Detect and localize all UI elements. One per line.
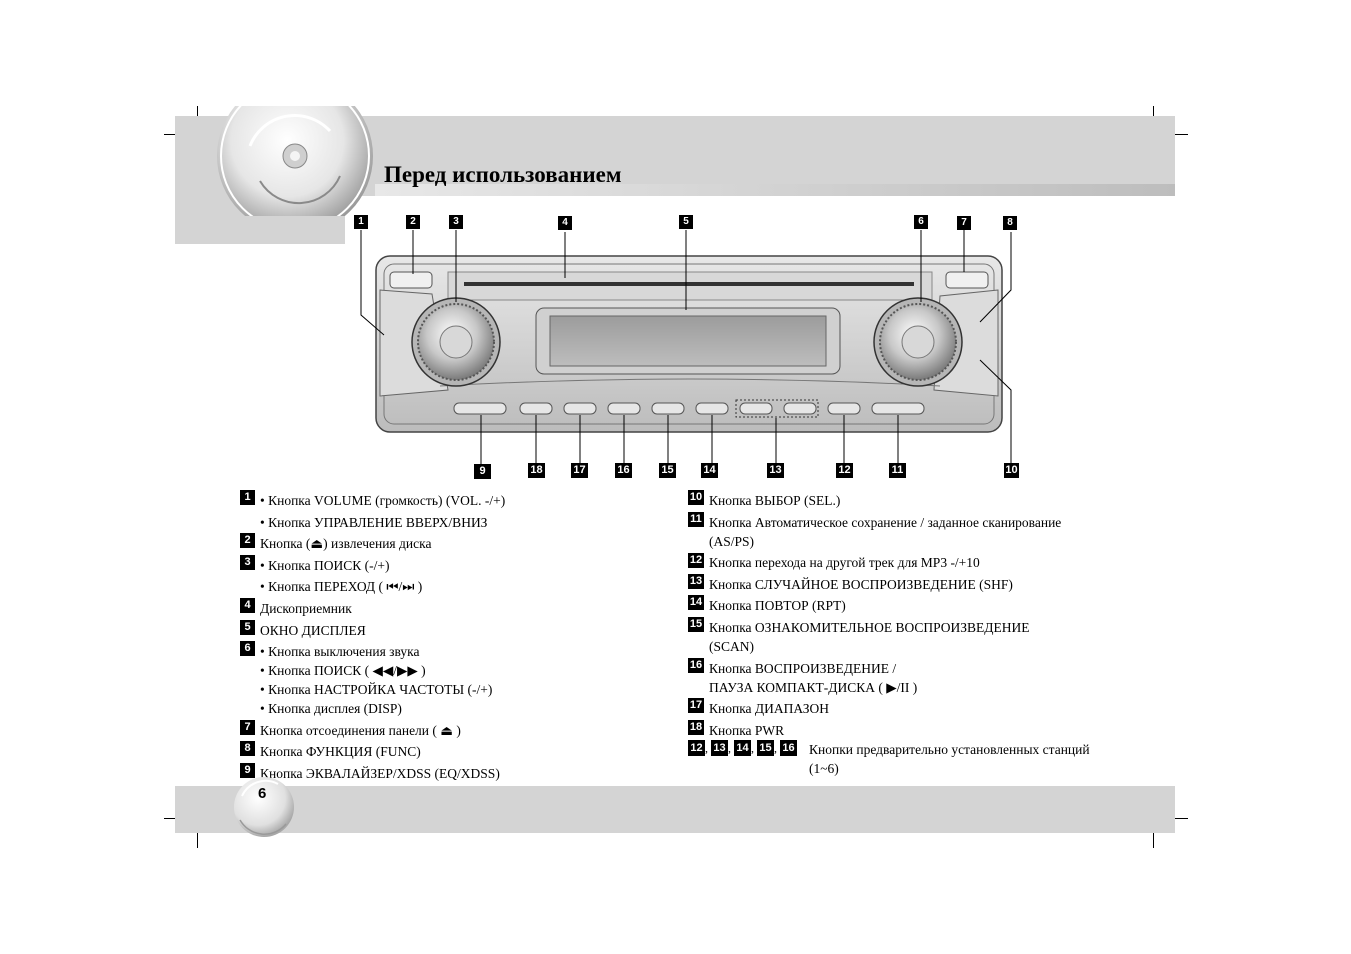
legend-number: 15: [688, 617, 704, 632]
crop-mark: [1153, 826, 1154, 848]
legend-item: Дископриемник: [260, 601, 352, 616]
page-title: Перед использованием: [384, 162, 622, 187]
legend-number: 9: [240, 763, 255, 778]
legend-item: • Кнопка ПОИСК (-/+) • Кнопка ПЕРЕХОД ( …: [260, 558, 423, 594]
legend-number: 11: [688, 512, 704, 527]
page-number: 6: [258, 785, 267, 802]
legend-number: 7: [240, 720, 255, 735]
legend-number: 6: [240, 641, 255, 656]
legend-item: Кнопка ПОВТОР (RPT): [709, 598, 846, 613]
legend-number: 4: [240, 598, 255, 613]
diagram-label: 3: [449, 215, 463, 229]
diagram-label: 9: [474, 464, 491, 479]
legend-number: 14: [688, 595, 704, 610]
legend-number: 1: [240, 490, 255, 505]
legend-number: 13: [711, 740, 728, 756]
diagram-label: 16: [615, 463, 632, 478]
crop-mark: [1164, 818, 1188, 819]
legend-item: Кнопка ВЫБОР (SEL.): [709, 493, 841, 508]
legend-item: Кнопка СЛУЧАЙНОЕ ВОСПРОИЗВЕДЕНИЕ (SHF): [709, 577, 1013, 592]
legend-item: Кнопка перехода на другой трек для MP3 -…: [709, 555, 980, 570]
legend-item: Кнопка Автоматическое сохранение / задан…: [709, 515, 1062, 549]
diagram-label: 2: [406, 215, 420, 229]
legend-number: 8: [240, 741, 255, 756]
legend-number: 13: [688, 574, 704, 589]
legend-item: Кнопка ДИАПАЗОН: [709, 701, 830, 716]
legend-item: Кнопка (⏏) извлечения диска: [260, 536, 432, 551]
footer-band: [175, 786, 1175, 833]
legend-item: Кнопка отсоединения панели ( ⏏ ): [260, 723, 461, 738]
diagram-label: 7: [957, 216, 971, 230]
legend-number: 18: [688, 720, 704, 735]
diagram-label: 8: [1003, 216, 1017, 230]
legend-number: 2: [240, 533, 255, 548]
diagram-label: 18: [528, 463, 545, 478]
legend-number: 12: [688, 740, 705, 756]
crop-mark: [1164, 134, 1188, 135]
legend-number: 12: [688, 553, 704, 568]
legend-item: ОКНО ДИСПЛЕЯ: [260, 623, 366, 638]
legend-number: 17: [688, 698, 704, 713]
diagram-label: 12: [836, 463, 853, 478]
diagram-label: 6: [914, 215, 928, 229]
legend-item: Кнопка ОЗНАКОМИТЕЛЬНОЕ ВОСПРОИЗВЕДЕНИЕ (…: [709, 620, 1030, 654]
legend-number: 15: [757, 740, 774, 756]
presets-badges: 12,13,14,15,16: [688, 740, 797, 758]
diagram-label: 14: [701, 463, 718, 478]
legend-item: • Кнопка VOLUME (громкость) (VOL. -/+) •…: [260, 493, 506, 530]
diagram-label: 4: [558, 216, 572, 230]
legend-item: Кнопка ВОСПРОИЗВЕДЕНИЕ / ПАУЗА КОМПАКТ-Д…: [709, 661, 918, 695]
separator: ,: [774, 741, 777, 755]
legend-number: 16: [688, 658, 704, 673]
legend-item: Кнопка ЭКВАЛАЙЗЕР/XDSS (EQ/XDSS): [260, 766, 500, 781]
legend-item: Кнопка ФУНКЦИЯ (FUNC): [260, 744, 421, 759]
diagram-label: 17: [571, 463, 588, 478]
page-disc-icon: [234, 777, 294, 837]
legend-number: 16: [780, 740, 797, 756]
legend-item: • Кнопка выключения звука • Кнопка ПОИСК…: [260, 644, 493, 716]
crop-mark: [197, 826, 198, 848]
car-stereo-diagram: [360, 230, 1012, 464]
legend-item: Кнопка PWR: [709, 723, 785, 738]
legend-number: 5: [240, 620, 255, 635]
diagram-label: 1: [354, 215, 368, 229]
legend-number: 10: [688, 490, 704, 505]
diagram-label: 15: [659, 463, 676, 478]
diagram-label: 10: [1004, 463, 1019, 478]
separator: ,: [705, 741, 708, 755]
legend-number: 3: [240, 555, 255, 570]
separator: ,: [751, 741, 754, 755]
cd-disc-icon: [217, 106, 373, 216]
diagram-label: 11: [889, 463, 906, 478]
legend-number: 14: [734, 740, 751, 756]
diagram-label: 5: [679, 215, 693, 229]
diagram-label: 13: [767, 463, 784, 478]
separator: ,: [728, 741, 731, 755]
legend-item: Кнопки предварительно установленных стан…: [809, 742, 1090, 776]
